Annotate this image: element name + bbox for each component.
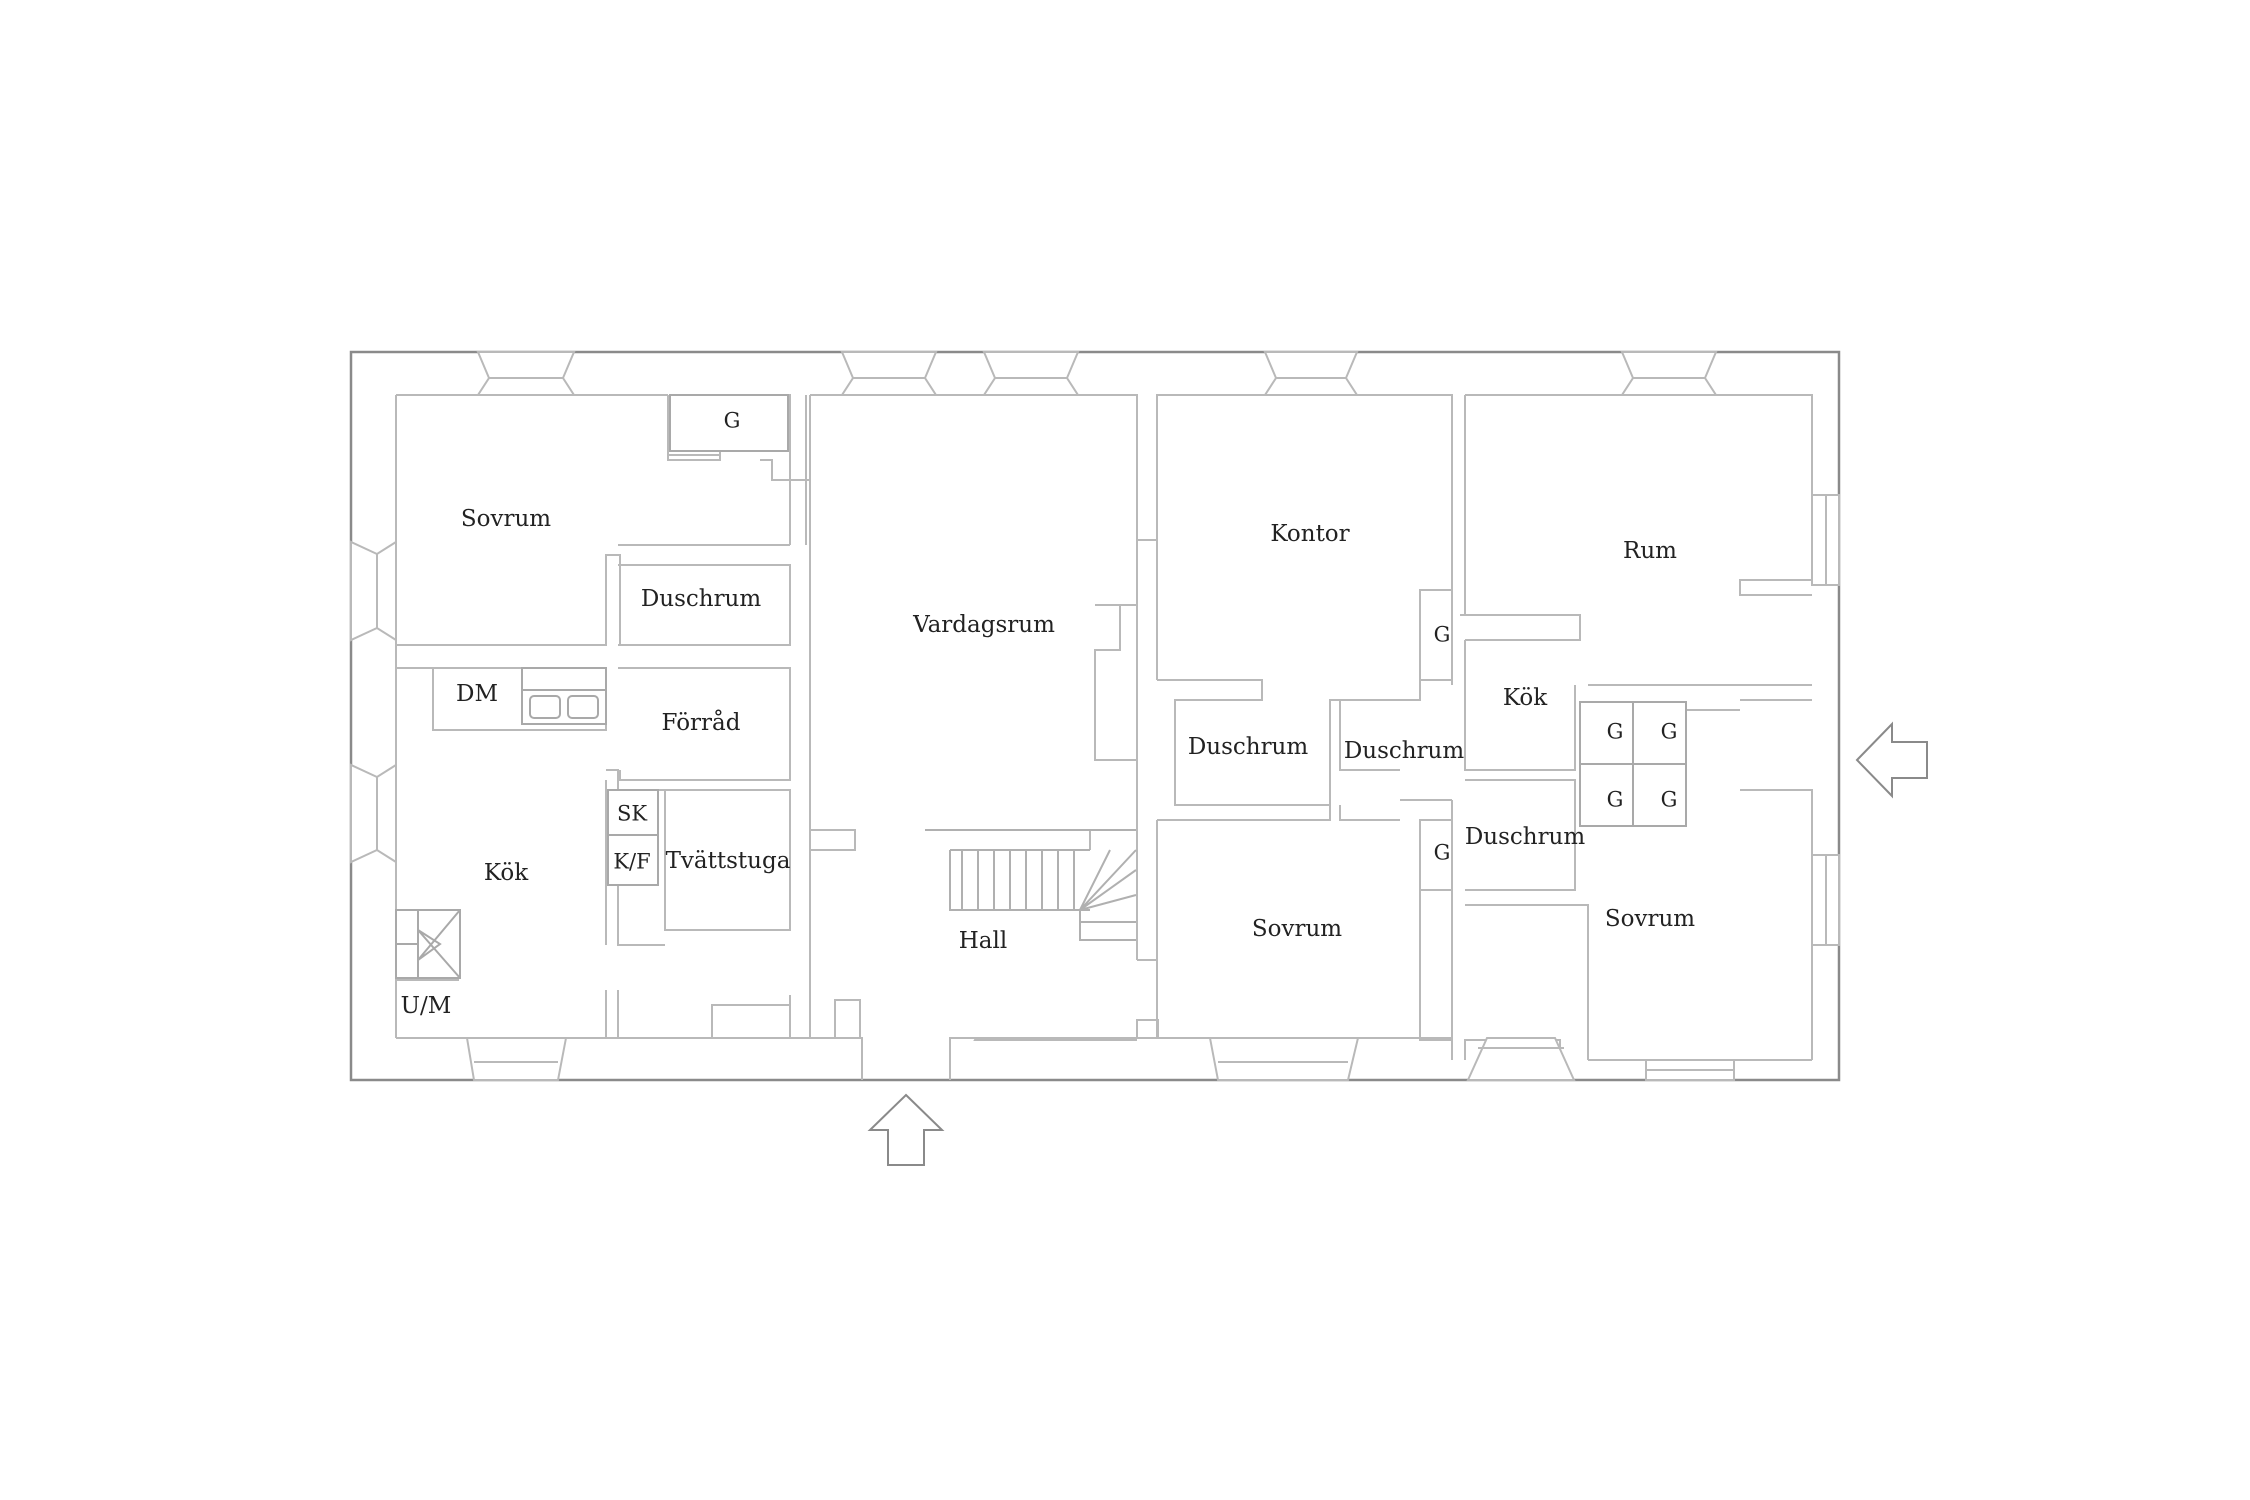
label-duschrum-1: Duschrum [641, 586, 762, 612]
label-g3: G [1607, 788, 1624, 812]
label-kontor: Kontor [1270, 521, 1349, 547]
label-g-sovrum: G [1434, 841, 1451, 865]
label-forrad: Förråd [662, 709, 741, 736]
label-g1: G [1607, 720, 1624, 744]
window-top-3 [982, 351, 1080, 396]
label-kok-1: Kök [484, 860, 529, 886]
window-bottom-3 [1466, 1037, 1576, 1081]
windows [350, 351, 1840, 1081]
label-kok-2: Kök [1503, 685, 1548, 711]
south-door-opening [835, 1037, 975, 1080]
window-left-1 [350, 540, 397, 642]
label-g4: G [1661, 788, 1678, 812]
label-g-kontor: G [1434, 623, 1451, 647]
east-entrance-arrow [1855, 721, 1928, 799]
g-top-closet [669, 394, 789, 452]
south-entrance-arrow [867, 1093, 945, 1166]
window-left-2 [350, 763, 397, 864]
window-top-4 [1263, 351, 1359, 396]
label-sovrum-3: Sovrum [1605, 906, 1695, 932]
fixtures [395, 394, 1687, 979]
window-top-5 [1620, 351, 1718, 396]
label-dm: DM [456, 681, 498, 707]
window-top-2 [840, 351, 938, 396]
label-duschrum-2: Duschrum [1188, 734, 1309, 760]
label-sovrum-1: Sovrum [461, 506, 551, 532]
window-top-1 [476, 351, 576, 396]
kf-cabinet [607, 834, 659, 886]
window-bottom-1 [465, 1037, 568, 1081]
label-g-top: G [724, 409, 741, 433]
label-vardagsrum: Vardagsrum [912, 612, 1055, 638]
staircase [925, 829, 1137, 941]
label-um: U/M [401, 993, 452, 1019]
sk-cabinet [607, 789, 659, 836]
room-labels: Sovrum G Duschrum DM Förråd SK K/F Tvätt… [401, 409, 1696, 1020]
label-sovrum-2: Sovrum [1252, 916, 1342, 942]
label-kf: K/F [613, 850, 650, 874]
label-sk: SK [617, 802, 647, 826]
label-hall: Hall [959, 928, 1007, 954]
label-duschrum-3: Duschrum [1344, 738, 1465, 764]
label-tvattstuga: Tvättstuga [666, 848, 791, 874]
label-rum: Rum [1623, 538, 1677, 564]
label-duschrum-4: Duschrum [1465, 824, 1586, 850]
label-g2: G [1661, 720, 1678, 744]
window-bottom-2 [1208, 1037, 1360, 1081]
building-outline [349, 350, 1841, 1082]
